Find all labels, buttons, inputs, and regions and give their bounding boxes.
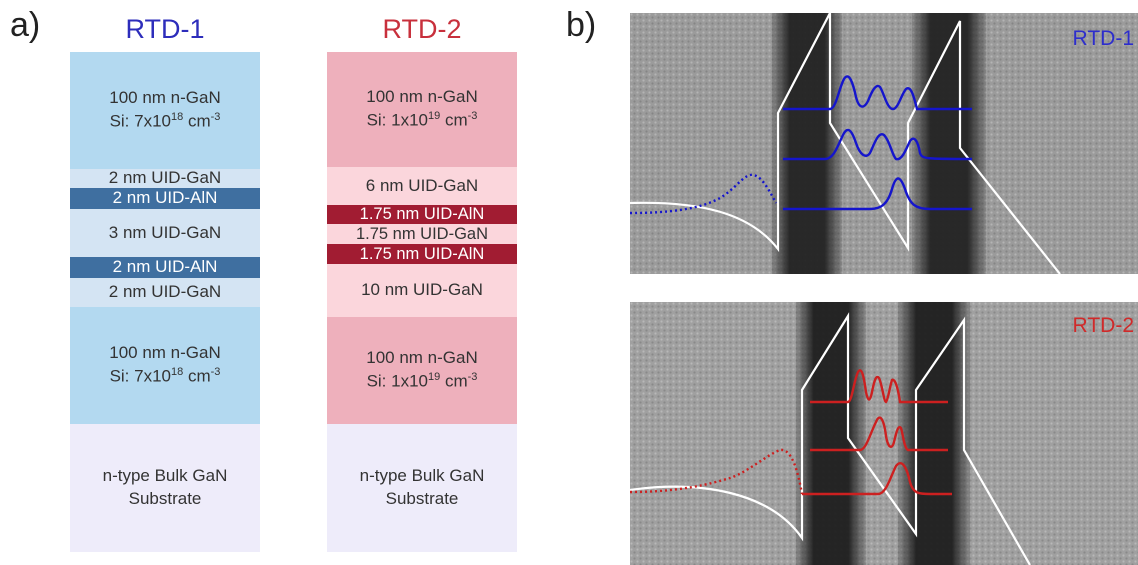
tem-background [630,13,1138,274]
rtd1-well-layer: 3 nm UID-GaN [70,209,260,257]
rtd2-wavefunction-3 [810,369,948,404]
rtd1-band-profile [630,13,1061,274]
rtd2-spacer-layer-bottom: 10 nm UID-GaN [327,264,517,317]
rtd1-barrier-layer-1: 2 nm UID-AlN [70,188,260,209]
rtd2-image-label: RTD-2 [1072,314,1134,337]
barrier-band-left [772,13,842,274]
rtd2-wavefunction-1 [802,461,952,496]
rtd1-bottom-contact-thickness: 100 nm n-GaN [109,343,221,363]
rtd2-well-layer: 1.75 nm UID-GaN [327,224,517,244]
rtd1-image-label: RTD-1 [1072,27,1134,50]
rtd2-spacer-layer-top: 6 nm UID-GaN [327,167,517,205]
rtd1-top-contact-layer: 100 nm n-GaN Si: 7x1018 cm-3 [70,52,260,169]
rtd1-incident-wave [630,173,778,215]
rtd1-layer-stack: 100 nm n-GaN Si: 7x1018 cm-3 2 nm UID-Ga… [70,52,260,552]
rtd2-title: RTD-2 [382,14,462,44]
rtd2-tem-svg [630,302,1138,565]
rtd1-title: RTD-1 [125,14,205,44]
rtd1-spacer-layer-top: 2 nm UID-GaN [70,168,260,188]
rtd2-incident-wave [630,448,804,495]
rtd1-tem-svg [630,13,1138,274]
rtd2-substrate-layer: n-type Bulk GaN Substrate [327,424,517,552]
rtd2-layer-stack: 100 nm n-GaN Si: 1x1019 cm-3 6 nm UID-Ga… [327,52,517,552]
rtd2-top-contact-doping: Si: 1x1019 cm-3 [366,110,478,130]
barrier-band-right [898,302,970,565]
rtd1-wavefunction-2 [783,128,973,161]
rtd2-bottom-contact-doping: Si: 1x1019 cm-3 [366,371,478,391]
tem-background [630,302,1138,565]
rtd1-top-contact-doping: Si: 7x1018 cm-3 [109,111,221,131]
rtd2-tem-image: RTD-2 [630,302,1138,565]
panel-b-label: b) [566,6,597,44]
rtd1-top-contact-thickness: 100 nm n-GaN [109,88,221,108]
rtd2-wavefunction-2 [810,416,948,452]
rtd2-band-profile [630,312,1031,565]
panel-a-label: a) [10,6,41,44]
rtd1-tem-image: RTD-1 [630,13,1138,274]
rtd2-barrier-layer-2: 1.75 nm UID-AlN [327,244,517,264]
rtd1-wavefunction-1 [783,177,972,211]
rtd1-wavefunction-3 [783,75,972,111]
rtd1-substrate-layer: n-type Bulk GaN Substrate [70,424,260,552]
rtd1-spacer-layer-bottom: 2 nm UID-GaN [70,278,260,307]
rtd1-barrier-layer-2: 2 nm UID-AlN [70,257,260,278]
rtd2-top-contact-thickness: 100 nm n-GaN [366,87,478,107]
rtd2-top-contact-layer: 100 nm n-GaN Si: 1x1019 cm-3 [327,52,517,167]
rtd1-bottom-contact-doping: Si: 7x1018 cm-3 [109,366,221,386]
rtd2-bottom-contact-thickness: 100 nm n-GaN [366,348,478,368]
rtd2-bottom-contact-layer: 100 nm n-GaN Si: 1x1019 cm-3 [327,317,517,424]
barrier-band-left [796,302,866,565]
barrier-band-right [912,13,986,274]
rtd1-bottom-contact-layer: 100 nm n-GaN Si: 7x1018 cm-3 [70,307,260,424]
rtd2-barrier-layer-1: 1.75 nm UID-AlN [327,205,517,224]
